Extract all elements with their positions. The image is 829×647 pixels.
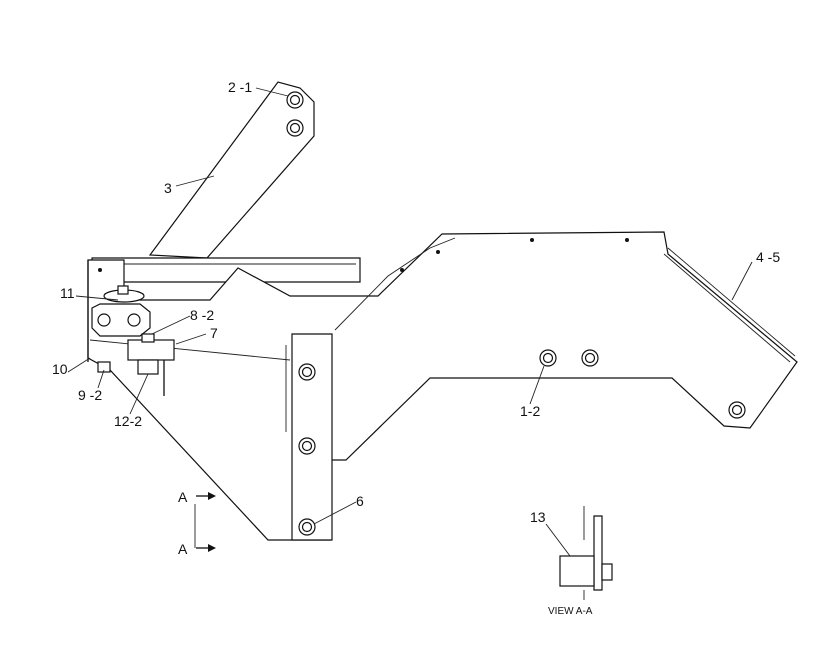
section-mark-a-lower: A xyxy=(178,541,188,557)
callout-6: 6 xyxy=(356,493,364,509)
callout-12-2: 12-2 xyxy=(114,413,142,429)
callout-7: 7 xyxy=(210,325,218,341)
callout-1-2: 1-2 xyxy=(520,403,540,419)
main-bracket xyxy=(87,231,798,541)
callout-13: 13 xyxy=(530,509,546,525)
section-markers xyxy=(194,492,216,552)
callout-labels: 2 -1 3 4 -5 11 8 -2 7 10 9 -2 12-2 1-2 6… xyxy=(52,79,780,617)
section-mark-a-upper: A xyxy=(178,489,188,505)
callout-9-2: 9 -2 xyxy=(78,387,102,403)
callout-3: 3 xyxy=(164,180,172,196)
strut-arm xyxy=(148,81,315,259)
callout-4-5: 4 -5 xyxy=(756,249,780,265)
callout-8-2: 8 -2 xyxy=(190,307,214,323)
callout-11: 11 xyxy=(60,285,75,301)
clamp-assembly xyxy=(87,260,175,396)
view-caption: VIEW A-A xyxy=(548,606,593,617)
bracket-holes xyxy=(298,349,746,536)
view-a-a-detail xyxy=(545,506,613,600)
callout-2-1: 2 -1 xyxy=(228,79,252,95)
upper-crossbar xyxy=(91,257,361,283)
callout-10: 10 xyxy=(52,361,68,377)
leader-lines xyxy=(67,87,753,525)
